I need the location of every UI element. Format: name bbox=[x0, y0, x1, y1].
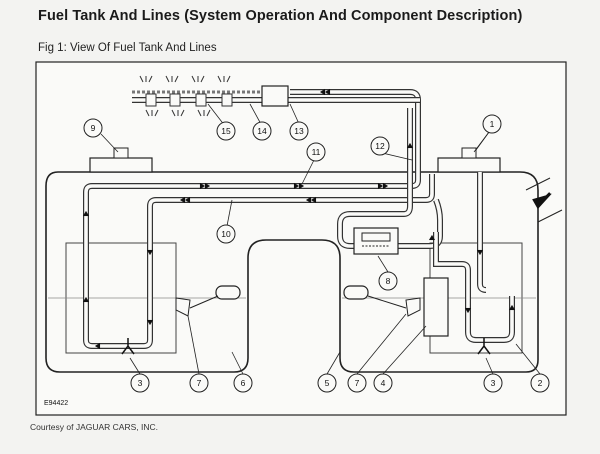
svg-text:15: 15 bbox=[221, 126, 231, 136]
svg-text:11: 11 bbox=[312, 147, 321, 157]
fuel-level-float-left bbox=[215, 285, 241, 300]
filler-neck-right bbox=[437, 157, 501, 173]
tank-outline bbox=[45, 171, 539, 373]
svg-text:12: 12 bbox=[375, 141, 385, 151]
jet-pump-right bbox=[477, 338, 491, 355]
callout-15: 15 bbox=[216, 121, 236, 141]
svg-text:8: 8 bbox=[386, 276, 391, 286]
callout-6: 6 bbox=[233, 373, 253, 393]
callout-2: 2 bbox=[530, 373, 550, 393]
figure-caption: Fig 1: View Of Fuel Tank And Lines bbox=[38, 42, 217, 54]
callouts: 1 2 3 3 4 5 6 7 bbox=[83, 114, 550, 393]
callout-14: 14 bbox=[252, 121, 272, 141]
callout-3-right: 3 bbox=[483, 373, 503, 393]
callout-9: 9 bbox=[83, 118, 103, 138]
filler-neck-left-cap bbox=[113, 147, 129, 159]
svg-text:7: 7 bbox=[355, 378, 360, 388]
filler-neck-left bbox=[89, 157, 153, 173]
svg-text:2: 2 bbox=[538, 378, 543, 388]
callout-12: 12 bbox=[370, 136, 390, 156]
callout-4: 4 bbox=[373, 373, 393, 393]
filler-neck-right-cap bbox=[461, 147, 477, 159]
figure-reference-code: E94422 bbox=[44, 400, 68, 407]
callout-10: 10 bbox=[216, 224, 236, 244]
direction-arrow-icon bbox=[532, 192, 552, 210]
fuel-pump bbox=[423, 277, 449, 337]
fuel-level-float-right bbox=[343, 285, 369, 300]
svg-text:14: 14 bbox=[257, 126, 267, 136]
callout-7-left: 7 bbox=[189, 373, 209, 393]
callout-11: 11 bbox=[306, 142, 326, 162]
callout-8: 8 bbox=[378, 271, 398, 291]
callout-3-left: 3 bbox=[130, 373, 150, 393]
pressure-regulator bbox=[261, 85, 289, 107]
svg-text:4: 4 bbox=[381, 378, 386, 388]
svg-text:10: 10 bbox=[221, 229, 231, 239]
fuel-injectors bbox=[139, 75, 233, 117]
figure-frame bbox=[35, 61, 567, 416]
svg-text:3: 3 bbox=[491, 378, 496, 388]
callout-13: 13 bbox=[289, 121, 309, 141]
level-sensor-right bbox=[367, 295, 421, 317]
svg-text:7: 7 bbox=[197, 378, 202, 388]
svg-text:6: 6 bbox=[241, 378, 246, 388]
callout-7-right: 7 bbox=[347, 373, 367, 393]
svg-text:9: 9 bbox=[91, 123, 96, 133]
page-title: Fuel Tank And Lines (System Operation An… bbox=[38, 8, 523, 24]
courtesy-credit: Courtesy of JAGUAR CARS, INC. bbox=[30, 422, 159, 432]
fuel-lines bbox=[83, 89, 515, 349]
jet-pump-left bbox=[121, 338, 135, 355]
svg-text:13: 13 bbox=[294, 126, 304, 136]
svg-text:5: 5 bbox=[325, 378, 330, 388]
svg-text:3: 3 bbox=[138, 378, 143, 388]
svg-text:1: 1 bbox=[490, 119, 495, 129]
flow-arrows bbox=[82, 88, 516, 350]
callout-5: 5 bbox=[317, 373, 337, 393]
callout-1: 1 bbox=[482, 114, 502, 134]
